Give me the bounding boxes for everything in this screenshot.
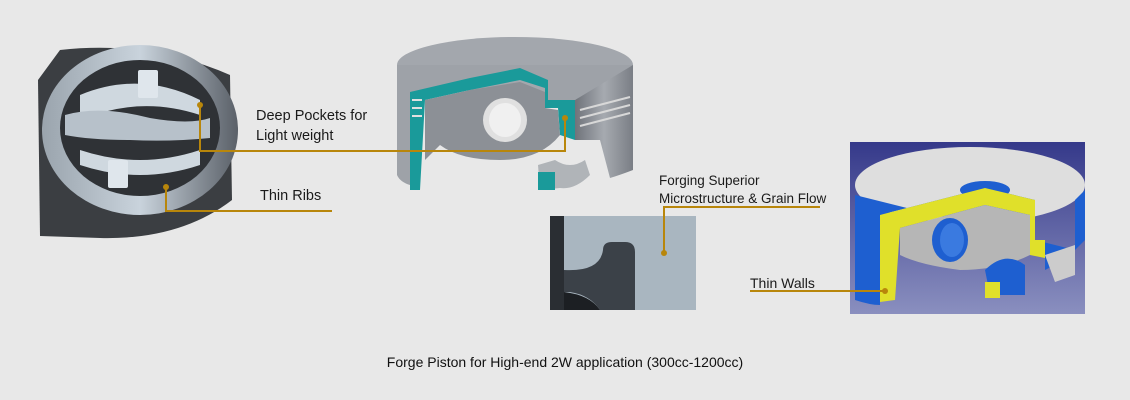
piston-teal-section-image xyxy=(397,37,633,190)
deep-pockets-line2: Light weight xyxy=(256,128,334,144)
figure-caption: Forge Piston for High-end 2W application… xyxy=(386,354,744,370)
piston-underside-image xyxy=(38,45,238,239)
leader-lines xyxy=(165,105,885,292)
deep-pockets-label: Deep Pockets for Light weight xyxy=(256,106,367,146)
microstructure-photo-image xyxy=(550,216,696,310)
deep-pockets-line1: Deep Pockets for xyxy=(256,108,368,124)
cad-piston-image xyxy=(850,142,1085,314)
forging-label: Forging Superior Microstructure & Grain … xyxy=(659,172,826,208)
thin-walls-label: Thin Walls xyxy=(750,275,815,291)
thin-ribs-label: Thin Ribs xyxy=(260,188,322,204)
leader-dots xyxy=(163,102,888,294)
forging-line1: Forging Superior xyxy=(659,173,760,188)
forging-line2: Microstructure & Grain Flow xyxy=(659,191,827,206)
